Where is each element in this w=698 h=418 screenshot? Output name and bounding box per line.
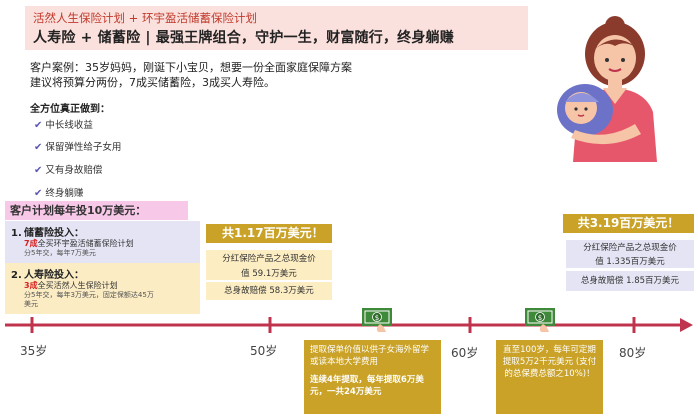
plan-header: 客户计划每年投10万美元： [5,201,188,220]
savings-plan-desc: 7成全买环宇盈活储蓄保险计划 [24,239,134,248]
svg-text:$: $ [538,314,542,322]
age50-death-benefit-box: 总身故赔偿 58.3万美元 [206,282,332,300]
age-label-80: 80岁 [619,346,647,360]
age80-death-benefit-box: 总身故赔偿 1.85百万美元 [566,271,694,291]
age80-total-header: 共3.19百万美元！ [563,214,694,233]
header-subtitle: 活然人生保险计划 + 环宇盈活储蓄保险计划 [33,11,257,25]
svg-text:$: $ [375,314,379,322]
age50-cash-value-box: 分红保险产品之总现金价 值 59.1万美元 [206,250,332,280]
timeline-arrow [680,318,693,332]
check-icon: ✔ [34,142,43,153]
check-icon: ✔ [34,188,43,199]
check-icon: ✔ [34,120,43,131]
age-label-35: 35岁 [20,344,48,358]
age-label-60: 60岁 [451,346,479,360]
mother-baby-illustration [557,16,657,162]
withdrawal-note-retirement: 直至100岁，每年可定期提取5万2千元美元 (支付的总保费总额之10%)！ [496,340,603,414]
age50-total-header: 共1.17百万美元！ [206,224,332,243]
benefit-item: ✔中长线收益 [34,120,93,131]
life-plan-note-cont: 美元 [24,300,38,308]
age-label-50: 50岁 [250,344,278,358]
header-title: 人寿险 + 储蓄险 | 最强王牌组合，守护一生，财富随行，终身躺赚 [33,30,454,46]
benefit-item: ✔又有身故赔偿 [34,165,103,176]
case-suggestion-line: 建议将预算分两份，7成买储蓄险，3成买人寿险。 [30,76,275,89]
age80-cash-value-box: 分红保险产品之总现金价 值 1.335百万美元 [566,240,694,268]
header-banner: 活然人生保险计划 + 环宇盈活储蓄保险计划 人寿险 + 储蓄险 | 最强王牌组合… [25,6,528,50]
check-icon: ✔ [34,165,43,176]
savings-plan-box: 1.储蓄险投入： 7成全买环宇盈活储蓄保险计划 分5年交，每年7万美元 [5,221,200,263]
benefits-title: 全方位真正做到： [30,104,110,115]
case-intro-line: 客户案例：35岁妈妈，刚诞下小宝贝，想要一份全面家庭保障方案 [30,61,352,74]
age-timeline [5,317,693,333]
life-plan-title: 2.人寿险投入： [11,270,84,281]
benefit-item: ✔保留弹性给子女用 [34,142,122,153]
life-plan-note: 分5年交，每年3万美元，固定保额达45万 [24,291,154,299]
savings-plan-title: 1.储蓄险投入： [11,228,84,239]
benefit-item: ✔终身躺赚 [34,188,84,199]
life-plan-box: 2.人寿险投入： 3成全买活然人生保险计划 分5年交，每年3万美元，固定保额达4… [5,263,200,314]
withdrawal-note-education: 提取保单价值以供子女海外留学或读本地大学费用 连续4年提取，每年提取6万美元，一… [304,340,441,414]
money-cash-icon: $ [362,308,392,332]
savings-plan-note: 分5年交，每年7万美元 [24,249,96,257]
money-cash-icon: $ [525,308,555,332]
life-plan-desc: 3成全买活然人生保险计划 [24,281,118,290]
